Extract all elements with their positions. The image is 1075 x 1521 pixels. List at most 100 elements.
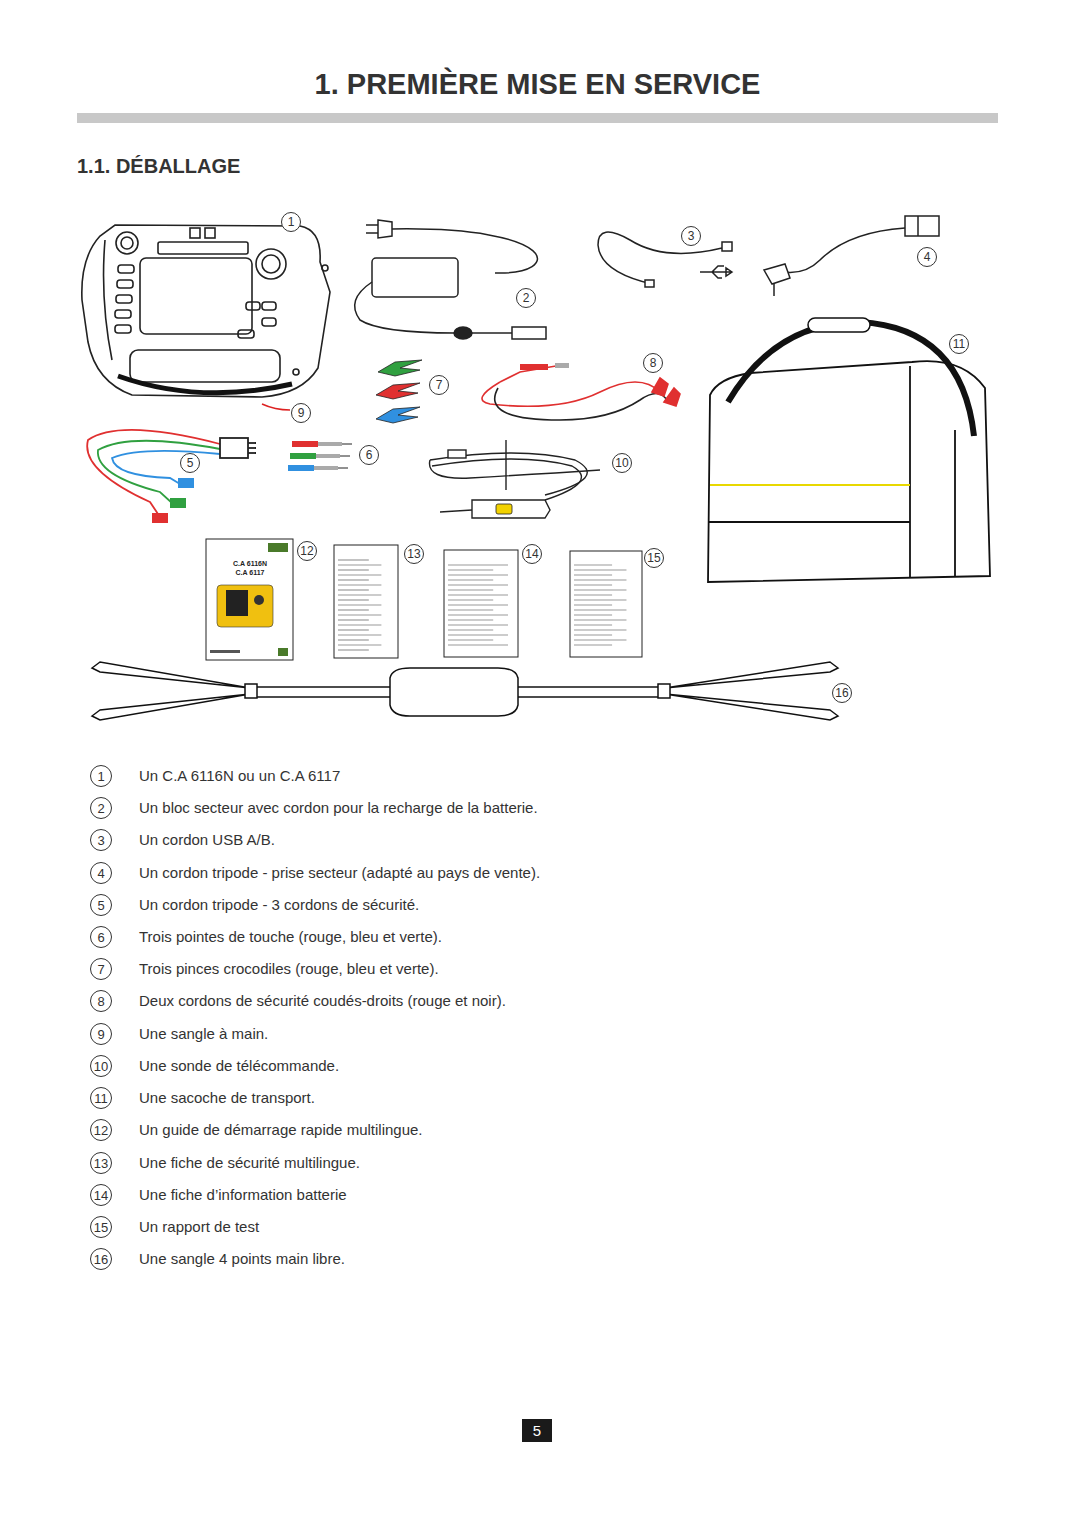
text-line <box>448 594 508 595</box>
text-line <box>338 629 369 630</box>
list-number: 15 <box>90 1216 112 1238</box>
list-item: Une fiche de sécurité multilingue. <box>139 1154 360 1172</box>
text-line <box>574 564 612 565</box>
list-item: Deux cordons de sécurité coudés-droits (… <box>139 992 506 1010</box>
text-line <box>448 624 508 625</box>
hand-strap <box>118 376 292 393</box>
list-item: Un guide de démarrage rapide multilingue… <box>139 1121 423 1139</box>
text-line <box>448 599 493 600</box>
text-line <box>338 644 381 645</box>
carrying-bag <box>708 361 990 582</box>
bag-pad <box>808 318 870 332</box>
list-number: 3 <box>90 829 112 851</box>
text-line <box>338 574 381 575</box>
list-number: 13 <box>90 1152 112 1174</box>
text-line <box>574 639 626 640</box>
text-line <box>338 649 369 650</box>
callout-number: 5 <box>180 453 200 473</box>
callout-number: 7 <box>429 375 449 395</box>
text-line <box>338 614 381 615</box>
text-line <box>448 639 493 640</box>
tripod-leads <box>87 430 256 517</box>
text-line <box>448 584 508 585</box>
list-item: Un bloc secteur avec cordon pour la rech… <box>139 799 538 817</box>
text-line <box>574 644 612 645</box>
list-number: 7 <box>90 958 112 980</box>
list-number: 12 <box>90 1119 112 1141</box>
text-line <box>574 594 612 595</box>
list-number: 6 <box>90 926 112 948</box>
text-line <box>448 619 493 620</box>
text-line <box>448 629 493 630</box>
text-line <box>338 599 369 600</box>
callout-number: 12 <box>297 541 317 561</box>
text-line <box>574 599 626 600</box>
text-line <box>338 589 369 590</box>
text-line <box>448 644 508 645</box>
text-line <box>338 624 381 625</box>
text-line <box>574 604 612 605</box>
probe-button <box>496 504 512 514</box>
power-cord <box>764 216 939 296</box>
text-line <box>338 579 369 580</box>
list-number: 4 <box>90 862 112 884</box>
text-line <box>574 584 612 585</box>
text-line <box>338 594 381 595</box>
callout-number: 3 <box>681 226 701 246</box>
callout-number: 4 <box>917 247 937 267</box>
text-line <box>448 614 508 615</box>
text-line <box>338 584 381 585</box>
text-line <box>448 574 508 575</box>
list-item: Un rapport de test <box>139 1218 259 1236</box>
callout-number: 8 <box>643 353 663 373</box>
list-number: 16 <box>90 1248 112 1270</box>
page-number-box <box>522 1419 552 1442</box>
red-plug <box>152 513 168 523</box>
text-line <box>574 574 612 575</box>
callout-number: 2 <box>516 288 536 308</box>
mains-adapter <box>355 220 546 339</box>
text-line <box>338 604 381 605</box>
crocodile-clips <box>376 360 422 423</box>
list-item: Un C.A 6116N ou un C.A 6117 <box>139 767 340 785</box>
callout-number: 16 <box>832 683 852 703</box>
text-line <box>448 604 508 605</box>
list-number: 5 <box>90 894 112 916</box>
text-line <box>448 609 493 610</box>
list-item: Une sangle 4 points main libre. <box>139 1250 345 1268</box>
callout-number: 1 <box>281 212 301 232</box>
list-item: Une fiche d’information batterie <box>139 1186 347 1204</box>
text-line <box>574 619 626 620</box>
list-item: Un cordon tripode - prise secteur (adapt… <box>139 864 540 882</box>
text-line <box>338 609 369 610</box>
blue-plug <box>178 478 194 488</box>
list-number: 10 <box>90 1055 112 1077</box>
page-title: 1. PREMIÈRE MISE EN SERVICE <box>0 68 1075 101</box>
callout-number: 15 <box>644 548 664 568</box>
text-line <box>338 619 369 620</box>
text-line <box>338 569 369 570</box>
header-bar <box>77 113 998 123</box>
shoulder-strap <box>92 662 838 720</box>
list-item: Une sangle à main. <box>139 1025 268 1043</box>
callout-number: 6 <box>359 445 379 465</box>
list-item: Trois pointes de touche (rouge, bleu et … <box>139 928 442 946</box>
bag-strap <box>728 322 974 436</box>
bag-band <box>710 484 910 486</box>
guide-model: C.A 6116N <box>220 560 280 568</box>
text-line <box>448 564 508 565</box>
text-line <box>448 634 508 635</box>
text-line <box>574 624 612 625</box>
list-item: Trois pinces crocodiles (rouge, bleu et … <box>139 960 439 978</box>
documents <box>334 545 642 658</box>
callout-number: 13 <box>404 544 424 564</box>
page-number: 5 <box>522 1421 552 1440</box>
remote-probe <box>430 440 601 518</box>
list-item: Une sacoche de transport. <box>139 1089 315 1107</box>
text-line <box>574 609 626 610</box>
text-line <box>574 569 626 570</box>
text-line <box>338 634 381 635</box>
quick-start-guide <box>206 539 293 660</box>
list-item: Une sonde de télécommande. <box>139 1057 339 1075</box>
